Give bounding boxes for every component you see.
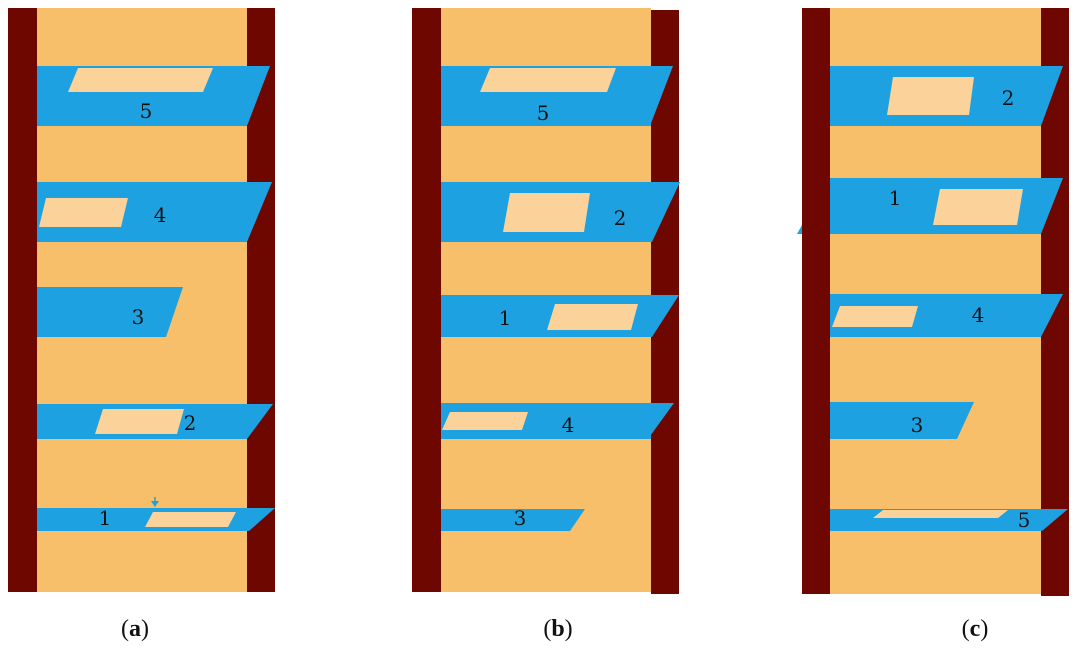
shelf-overhang: [648, 403, 674, 439]
panel-caption: (b): [543, 616, 572, 642]
item-box: [95, 409, 184, 434]
shelf-overhang: [1041, 66, 1063, 126]
shelf-5: 5: [37, 66, 270, 126]
shelf-number: 1: [889, 186, 902, 210]
shelf-4: 4: [830, 294, 1063, 337]
shelf-overhang: [247, 66, 270, 126]
shelf-number: 1: [499, 306, 512, 330]
shelf-number: 5: [1018, 508, 1031, 532]
left-wall: [412, 8, 441, 592]
shelf-2: 2: [441, 182, 680, 242]
item-box: [832, 306, 918, 327]
shelf-1: 1: [37, 497, 275, 531]
caption-letter: c: [970, 616, 981, 642]
shelf-overhang: [1041, 509, 1068, 531]
shelf-plate: [37, 287, 183, 337]
shelf-number: 2: [614, 206, 627, 230]
shelf-3: 3: [830, 402, 974, 439]
shelf-4: 4: [441, 403, 674, 439]
shelf-number: 2: [1002, 86, 1015, 110]
shelf-plate: [441, 509, 585, 531]
shelf-overhang: [247, 508, 275, 531]
item-box: [68, 68, 213, 92]
shelf-2: 2: [830, 66, 1063, 126]
shelf-overhang: [651, 295, 679, 337]
shelf-overhang: [1041, 178, 1063, 234]
shelf-overhang: [650, 66, 673, 126]
item-box: [547, 304, 638, 330]
caption-letter: a: [129, 616, 141, 642]
item-box: [480, 68, 616, 92]
shelf-1: 1: [830, 178, 1063, 234]
item-box: [145, 512, 236, 527]
shelf-number: 3: [132, 305, 145, 329]
shelf-5: 5: [830, 508, 1068, 532]
shelf-number: 3: [911, 413, 924, 437]
shelf-overhang: [247, 404, 273, 439]
panel-c: 2 1 4 3 5 (c): [797, 8, 1069, 642]
item-box: [873, 510, 1008, 518]
shelf-3: 3: [37, 287, 183, 337]
shelf-number: 3: [514, 506, 527, 530]
shelf-2: 2: [37, 404, 273, 439]
left-wall: [802, 8, 830, 594]
item-box: [503, 193, 590, 232]
shelf-5: 5: [441, 66, 673, 126]
shelf-overhang: [651, 182, 680, 242]
shelf-1: 1: [441, 295, 679, 337]
item-box: [39, 198, 128, 227]
shelf-number: 5: [537, 101, 550, 125]
shelf-plate: [830, 402, 974, 439]
item-box: [442, 412, 528, 430]
shelf-fragment: [797, 225, 802, 234]
item-box: [933, 189, 1023, 225]
shelf-number: 1: [99, 506, 112, 530]
panel-a: 5 4 3 2 1 (a): [8, 8, 275, 642]
shelf-number: 4: [154, 203, 167, 227]
shelf-4: 4: [37, 182, 272, 242]
caption-letter: b: [551, 616, 564, 642]
panel-caption: (a): [121, 616, 149, 642]
item-box: [887, 77, 974, 115]
shelf-overhang: [1041, 294, 1063, 337]
shelf-number: 5: [140, 99, 153, 123]
shelf-overhang: [247, 182, 272, 242]
arrow-down-icon: [151, 501, 159, 507]
left-wall: [8, 8, 37, 592]
shelf-3: 3: [441, 506, 585, 531]
shelf-number: 2: [184, 411, 197, 435]
panel-caption: (c): [962, 616, 989, 642]
panel-b: 5 2 1 4 3 (b): [412, 8, 680, 642]
shelf-number: 4: [562, 413, 575, 437]
shelf-number: 4: [972, 303, 985, 327]
